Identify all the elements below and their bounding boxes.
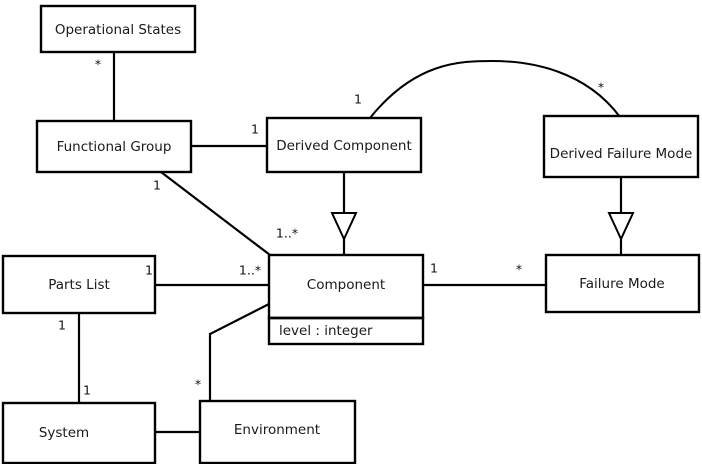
class-rect-component-name	[267, 253, 425, 320]
multiplicity-functional-group-bottom: 1	[153, 178, 161, 193]
multiplicity-operational-states: *	[95, 57, 101, 72]
multiplicity-system-top: 1	[83, 383, 91, 398]
class-box-system[interactable]: System	[1, 401, 157, 464]
association-environment-component	[208, 303, 270, 401]
class-box-parts-list[interactable]: Parts List	[1, 254, 157, 315]
generalization-triangle-derived-failure-mode	[607, 212, 635, 242]
class-rect-functional-group	[35, 119, 193, 174]
class-rect-derived-component	[265, 116, 423, 174]
class-box-failure-mode[interactable]: Failure Mode	[544, 253, 701, 314]
class-rect-failure-mode	[544, 253, 701, 314]
class-rect-derived-failure-mode	[542, 114, 700, 179]
class-label-component: Component	[307, 277, 385, 293]
association-derived-component-derived-failure-mode	[369, 59, 621, 119]
class-box-derived-failure-mode[interactable]: Derived Failure Mode	[542, 114, 700, 179]
class-rect-parts-list	[1, 254, 157, 315]
class-label-failure-mode: Failure Mode	[579, 276, 665, 292]
class-label-environment: Environment	[234, 422, 320, 438]
class-box-derived-component[interactable]: Derived Component	[265, 116, 423, 174]
multiplicity-arc-derived-component: 1	[354, 92, 362, 107]
class-rect-component-attributes	[267, 316, 425, 346]
multiplicity-component-from-functional-group: 1..*	[276, 226, 298, 241]
class-label-functional-group: Functional Group	[57, 139, 172, 155]
multiplicity-environment-top: *	[195, 377, 201, 392]
class-label-operational-states: Operational States	[55, 22, 181, 38]
multiplicity-derived-component-left: 1	[251, 122, 259, 137]
class-label-parts-list: Parts List	[48, 277, 110, 293]
multiplicity-parts-list-right: 1	[145, 263, 153, 278]
class-rect-environment	[198, 399, 357, 464]
class-box-functional-group[interactable]: Functional Group	[35, 119, 193, 174]
class-label-system: System	[39, 425, 89, 441]
multiplicity-parts-list-bottom: 1	[58, 318, 66, 333]
class-box-component[interactable]: Component level : integer	[267, 253, 425, 346]
class-label-derived-component: Derived Component	[276, 138, 412, 154]
multiplicity-component-left: 1..*	[239, 263, 261, 278]
multiplicity-failure-mode-left: *	[516, 262, 522, 277]
class-rect-system	[1, 401, 157, 464]
class-box-environment[interactable]: Environment	[198, 399, 357, 464]
association-functional-group-component	[160, 171, 271, 256]
multiplicity-component-right: 1	[430, 261, 438, 276]
class-label-derived-failure-mode: Derived Failure Mode	[550, 146, 693, 162]
multiplicity-arc-derived-failure-mode: *	[598, 80, 604, 95]
generalization-triangle-derived-component	[330, 212, 358, 242]
class-rect-operational-states	[39, 4, 197, 54]
class-box-operational-states[interactable]: Operational States	[39, 4, 197, 54]
class-attribute-component-level: level : integer	[279, 323, 373, 339]
